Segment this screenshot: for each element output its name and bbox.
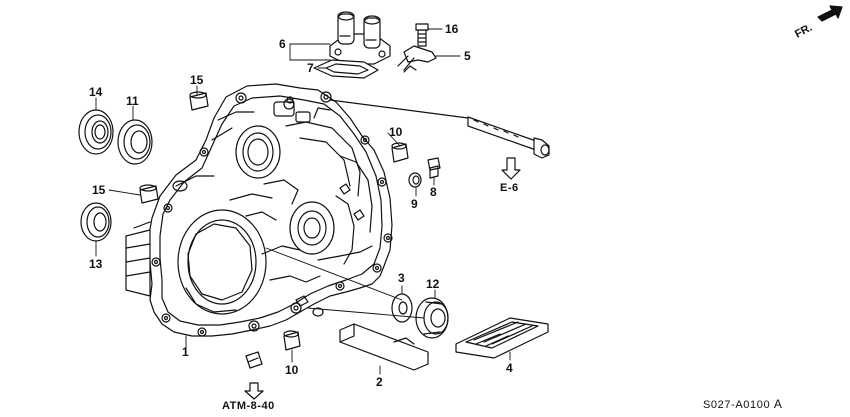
shim xyxy=(391,293,413,323)
callout-10-lower: 10 xyxy=(285,363,299,377)
callout-15-upper: 15 xyxy=(190,73,204,87)
diagram-code-main: S027-A0100 xyxy=(703,399,771,411)
callout-3: 3 xyxy=(398,271,405,285)
callout-8: 8 xyxy=(430,185,437,199)
reference-arrow-icon xyxy=(244,382,264,400)
oil-seal-11 xyxy=(117,119,153,165)
front-direction-arrow-icon xyxy=(817,5,843,22)
long-bolt xyxy=(329,99,550,159)
diagram-code-suffix: A xyxy=(773,397,783,411)
sealing-washer xyxy=(408,172,422,188)
callout-4: 4 xyxy=(506,361,513,375)
dowel-pin-upper xyxy=(189,91,209,111)
gasket xyxy=(313,59,379,79)
drain-bolt xyxy=(427,157,441,179)
dowel-pin-10-lower xyxy=(283,330,301,351)
callout-5: 5 xyxy=(464,49,471,63)
callout-7: 7 xyxy=(307,61,314,75)
callout-13: 13 xyxy=(89,257,103,271)
reference-atm: ATM-8-40 xyxy=(222,400,275,412)
reference-e6: E-6 xyxy=(500,182,519,194)
callout-2: 2 xyxy=(376,375,383,389)
roller-bearing-12 xyxy=(415,297,449,339)
bearing-13 xyxy=(80,202,112,242)
sensor-clip xyxy=(397,23,437,73)
diagram-code: S027-A0100 A xyxy=(703,397,783,411)
oil-screen xyxy=(455,317,549,359)
dowel-pin-lower xyxy=(139,184,159,204)
callout-9: 9 xyxy=(411,197,418,211)
callout-10-upper: 10 xyxy=(389,125,403,139)
callout-6: 6 xyxy=(279,37,286,51)
callout-15-lower: 15 xyxy=(92,183,106,197)
leader-lines xyxy=(95,28,511,375)
dowel-pin-10-upper xyxy=(391,142,409,163)
guide-plate xyxy=(339,323,429,371)
callout-16: 16 xyxy=(445,22,459,36)
nut-lower xyxy=(245,351,263,369)
solenoid-assembly xyxy=(329,11,391,65)
callout-14: 14 xyxy=(89,85,103,99)
callout-11: 11 xyxy=(126,94,139,108)
reference-arrow-icon xyxy=(501,157,521,180)
callout-1: 1 xyxy=(182,345,189,359)
callout-12: 12 xyxy=(426,277,440,291)
bearing-14 xyxy=(78,109,114,155)
torque-converter-housing xyxy=(125,83,393,337)
